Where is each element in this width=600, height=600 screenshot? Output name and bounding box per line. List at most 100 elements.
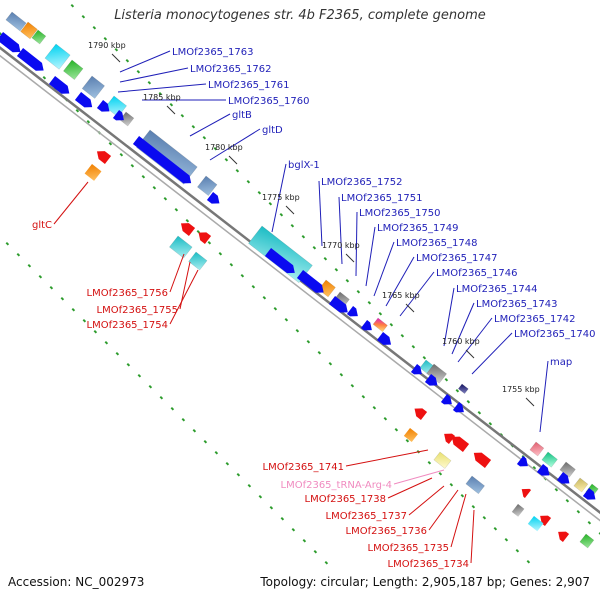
gc-dot xyxy=(389,323,394,327)
reverse-gene-label[interactable]: LMOf2365_1754 xyxy=(87,320,169,331)
forward-gene-label[interactable]: LMOf2365_1761 xyxy=(208,80,290,91)
reverse-gene-label[interactable]: LMOf2365_1737 xyxy=(326,511,408,522)
forward-gene-label[interactable]: LMOf2365_1746 xyxy=(436,268,518,279)
forward-gene-label[interactable]: LMOf2365_1752 xyxy=(321,177,403,188)
gc-dot xyxy=(350,383,355,388)
leader-line xyxy=(373,241,395,297)
gc-dot xyxy=(71,308,76,312)
reverse-gene-label[interactable]: LMOf2365_1756 xyxy=(87,288,169,299)
forward-gene-label[interactable]: LMOf2365_1760 xyxy=(228,96,310,107)
gc-dot xyxy=(218,252,223,256)
gc-dot xyxy=(280,516,285,521)
gc-dot xyxy=(93,329,98,334)
forward-gene-label[interactable]: LMOf2365_1743 xyxy=(476,299,558,310)
gc-dot xyxy=(422,356,427,360)
gc-dot xyxy=(394,427,399,432)
tick-mark xyxy=(166,105,176,115)
forward-gene-label[interactable]: LMOf2365_1742 xyxy=(494,314,576,325)
reverse-gene-label[interactable]: LMOf2365_tRNA-Arg-4 xyxy=(281,480,393,491)
gc-dot xyxy=(148,385,153,389)
gc-dot xyxy=(493,526,498,531)
gc-dot xyxy=(378,312,383,316)
reverse-cds-arrow xyxy=(558,531,570,542)
forward-gene-label[interactable]: LMOf2365_1751 xyxy=(341,193,423,204)
gc-dot-tracks xyxy=(0,3,600,565)
gc-dot xyxy=(273,307,278,311)
genome-summary-text: Topology: circular; Length: 2,905,187 bp… xyxy=(260,575,590,589)
gc-dot xyxy=(328,362,333,366)
cds-arrow xyxy=(16,48,44,71)
leader-line xyxy=(457,317,493,363)
gc-dot xyxy=(174,207,179,212)
forward-gene-label[interactable]: LMOf2365_1740 xyxy=(514,329,596,340)
feature-block xyxy=(529,441,545,457)
forward-gene-label[interactable]: LMOf2365_1762 xyxy=(190,64,272,75)
reverse-gene-label[interactable]: LMOf2365_1738 xyxy=(305,494,387,505)
feature-block xyxy=(433,451,452,469)
reverse-gene-label[interactable]: gltC xyxy=(32,220,52,231)
forward-gene-label[interactable]: LMOf2365_1747 xyxy=(416,253,498,264)
forward-gene-label[interactable]: gltD xyxy=(262,125,283,136)
forward-gene-label[interactable]: LMOf2365_1750 xyxy=(359,208,441,219)
gc-dot xyxy=(345,278,350,283)
reverse-gene-label[interactable]: LMOf2365_1736 xyxy=(346,526,428,537)
forward-gene-label[interactable]: LMOf2365_1763 xyxy=(172,47,254,58)
gc-dot xyxy=(411,345,416,349)
gc-dot xyxy=(334,267,339,272)
gc-dot xyxy=(236,472,241,477)
gc-dot xyxy=(372,405,377,410)
feature-block xyxy=(372,317,388,333)
forward-gene-label[interactable]: bglX-1 xyxy=(288,160,320,171)
forward-gene-label[interactable]: LMOf2365_1749 xyxy=(377,223,459,234)
feature-block xyxy=(318,279,336,298)
feature-block xyxy=(527,515,544,532)
gc-dot xyxy=(488,422,493,426)
gc-dot xyxy=(251,285,256,289)
reverse-gene-label[interactable]: LMOf2365_1755 xyxy=(97,305,179,316)
feature-block xyxy=(197,175,218,197)
gc-dot xyxy=(427,460,432,465)
feature-block xyxy=(44,43,71,70)
gc-dot xyxy=(229,263,234,267)
gc-dot xyxy=(240,274,245,278)
leader-line xyxy=(119,67,189,83)
reverse-gene-label[interactable]: LMOf2365_1735 xyxy=(368,543,450,554)
reverse-cds-arrow xyxy=(414,408,428,420)
gc-dot xyxy=(515,549,520,553)
tick-label: 1765 kbp xyxy=(382,291,420,300)
cds-arrow xyxy=(556,472,570,484)
cds-arrow xyxy=(0,32,21,53)
cds-arrow xyxy=(516,456,528,467)
gc-dot xyxy=(137,374,142,378)
forward-gene-label[interactable]: LMOf2365_1748 xyxy=(396,238,478,249)
reverse-gene-label[interactable]: LMOf2365_1734 xyxy=(388,559,470,570)
gc-dot xyxy=(141,175,146,179)
gc-dot xyxy=(438,472,443,476)
cds-arrow xyxy=(48,76,70,94)
gc-dot xyxy=(295,328,300,333)
feature-block xyxy=(511,503,525,517)
gc-dot xyxy=(192,428,197,433)
reverse-gene-label[interactable]: LMOf2365_1741 xyxy=(263,462,345,473)
gc-dot xyxy=(313,550,318,554)
gc-dot xyxy=(38,275,43,279)
leader-line xyxy=(451,302,475,355)
feature-block xyxy=(63,59,84,81)
gc-dot xyxy=(115,352,120,356)
tick-label: 1755 kbp xyxy=(502,385,540,394)
gc-dot xyxy=(108,142,113,146)
gc-dot xyxy=(291,528,296,532)
feature-block xyxy=(403,427,418,443)
cds-arrow xyxy=(440,394,452,405)
cds-arrow xyxy=(264,248,295,274)
cds-arrow xyxy=(360,320,372,331)
forward-gene-label[interactable]: map xyxy=(550,357,572,368)
forward-gene-label[interactable]: LMOf2365_1744 xyxy=(456,284,538,295)
reverse-cds-arrow xyxy=(521,488,532,498)
forward-gene-label[interactable]: gltB xyxy=(232,110,252,121)
gc-dot xyxy=(302,539,307,543)
leader-line xyxy=(117,83,207,93)
gc-dot xyxy=(60,296,65,301)
gc-dot xyxy=(367,301,372,305)
